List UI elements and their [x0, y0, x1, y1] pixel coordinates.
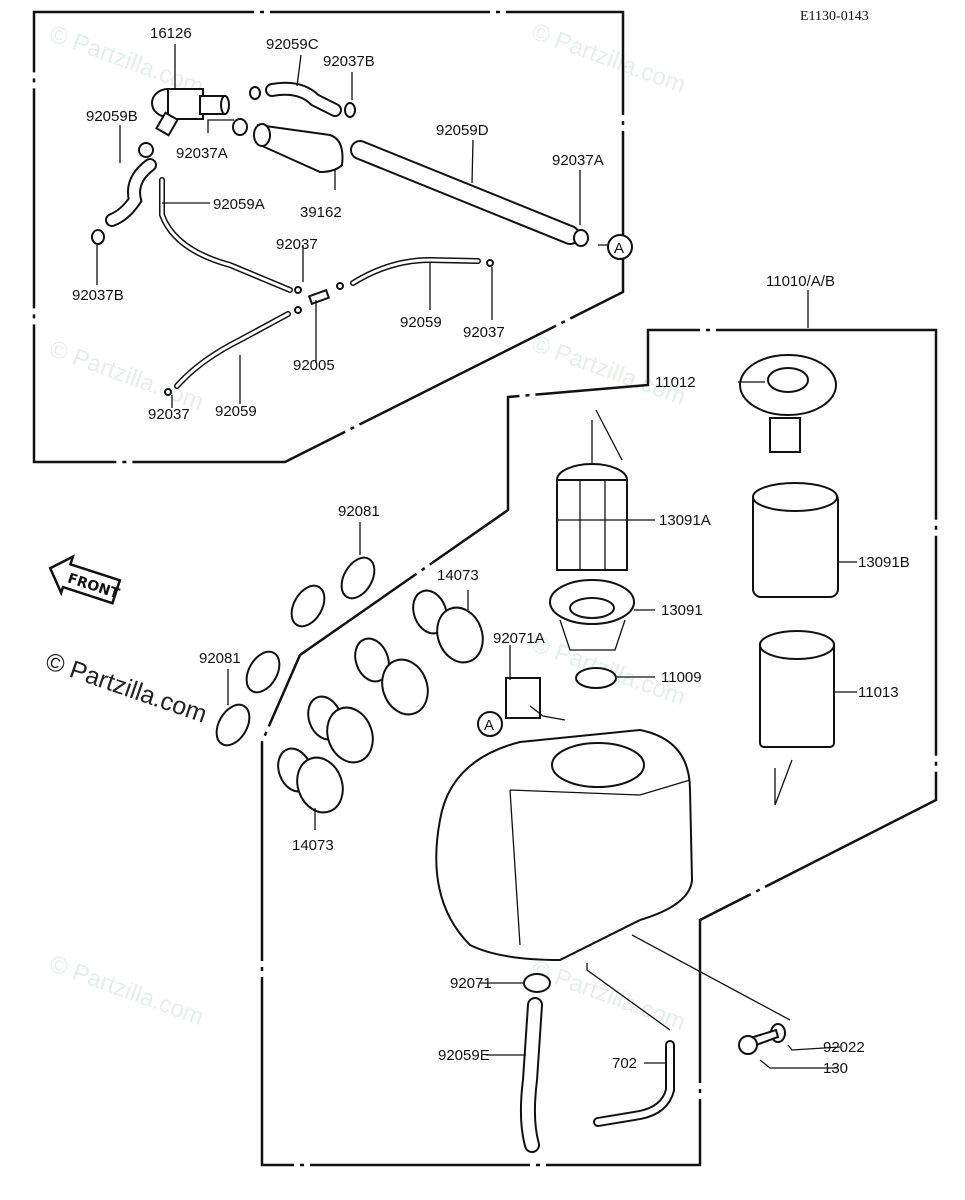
label-92071: 92071 — [450, 975, 492, 992]
label-13091a: 13091A — [659, 512, 711, 529]
label-11013: 11013 — [858, 684, 899, 701]
label-92059-right: 92059 — [400, 314, 442, 331]
clamp-part[interactable] — [344, 102, 356, 118]
svg-text:A: A — [484, 717, 494, 734]
o-ring-part[interactable] — [285, 580, 331, 632]
filter-screen-13091a-part[interactable] — [556, 463, 628, 571]
watermark-2: © Partzilla.com — [528, 18, 689, 99]
o-ring-part[interactable] — [335, 552, 381, 604]
label-92005: 92005 — [293, 357, 335, 374]
clamp-part[interactable] — [91, 229, 105, 245]
clamp-part[interactable] — [573, 229, 589, 247]
hose-92059-left-part[interactable] — [174, 311, 291, 389]
clip-part[interactable] — [294, 306, 302, 314]
fitting-92005-part[interactable] — [307, 288, 331, 306]
hose-92059d-part[interactable] — [350, 140, 580, 245]
label-16126: 16126 — [150, 25, 192, 42]
label-92081-top: 92081 — [338, 503, 380, 520]
leader-lines — [96, 44, 857, 1069]
label-92071a: 92071A — [493, 630, 545, 647]
air-cleaner-group-outline — [260, 328, 938, 1167]
label-92059a: 92059A — [213, 196, 265, 213]
reference-marker-a-bottom — [477, 711, 503, 737]
tube-39162-part[interactable] — [253, 123, 344, 174]
svg-text:A: A — [614, 240, 624, 257]
label-92059b: 92059B — [86, 108, 138, 125]
grommet-11009-part[interactable] — [575, 667, 617, 689]
breather-group-outline — [32, 10, 625, 464]
label-130: 130 — [823, 1060, 848, 1077]
filter-element-13091b-part[interactable] — [752, 482, 839, 598]
label-14073-bottom: 14073 — [292, 837, 334, 854]
label-92022: 92022 — [823, 1039, 865, 1056]
clamp-part[interactable] — [249, 86, 261, 100]
watermark-7: © Partzilla.com — [528, 955, 689, 1036]
filter-element-11013-part[interactable] — [759, 630, 835, 748]
front-direction-arrow: FRONT — [48, 554, 122, 605]
label-92037-a: 92037 — [276, 236, 318, 253]
label-702: 702 — [612, 1055, 637, 1072]
o-ring-part[interactable] — [240, 646, 286, 698]
label-92081-left: 92081 — [199, 650, 241, 667]
label-11012: 11012 — [655, 374, 696, 391]
watermark-6: © Partzilla.com — [46, 950, 207, 1031]
intake-duct-part[interactable] — [349, 634, 435, 721]
clamp-part[interactable] — [232, 118, 248, 136]
o-ring-part[interactable] — [210, 699, 256, 751]
intake-duct-part[interactable] — [407, 586, 490, 669]
label-92037a-right: 92037A — [552, 152, 604, 169]
label-92059e: 92059E — [438, 1047, 490, 1064]
air-cleaner-housing-part[interactable] — [435, 728, 694, 962]
label-92059d: 92059D — [436, 122, 489, 139]
reference-marker-a-top — [607, 234, 633, 260]
label-11009: 11009 — [661, 669, 702, 686]
clip-part[interactable] — [294, 286, 302, 294]
bolt-130-part[interactable] — [738, 1028, 780, 1055]
label-39162: 39162 — [300, 204, 342, 221]
label-92059-left: 92059 — [215, 403, 257, 420]
label-92037-c: 92037 — [148, 406, 190, 423]
clip-part[interactable] — [336, 282, 344, 290]
breather-body-part[interactable] — [151, 88, 230, 137]
clip-part[interactable] — [486, 259, 494, 267]
clip-part[interactable] — [164, 388, 172, 396]
fitting-92071a-part[interactable] — [505, 677, 541, 719]
label-13091: 13091 — [661, 602, 703, 619]
watermark-4: © Partzilla.com — [528, 330, 689, 411]
label-92037b-bottom: 92037B — [72, 287, 124, 304]
grommet-92071-part[interactable] — [523, 973, 551, 993]
label-92037-b: 92037 — [463, 324, 505, 341]
filter-top-cap-11012-part[interactable] — [739, 354, 837, 453]
label-14073-top: 14073 — [437, 567, 479, 584]
intake-duct-part[interactable] — [302, 692, 380, 769]
label-92059c: 92059C — [266, 36, 319, 53]
partzilla-watermark: © Partzilla.com — [42, 647, 210, 728]
label-92037a-left: 92037A — [176, 145, 228, 162]
filter-base-13091-part[interactable] — [549, 579, 635, 651]
label-92037b-top: 92037B — [323, 53, 375, 70]
clamp-part[interactable] — [138, 142, 154, 158]
assembly-lines — [591, 409, 793, 806]
label-11010ab: 11010/A/B — [766, 273, 835, 290]
drawing-code: E1130-0143 — [800, 9, 869, 24]
intake-duct-part[interactable] — [272, 744, 350, 819]
label-13091b: 13091B — [858, 554, 910, 571]
